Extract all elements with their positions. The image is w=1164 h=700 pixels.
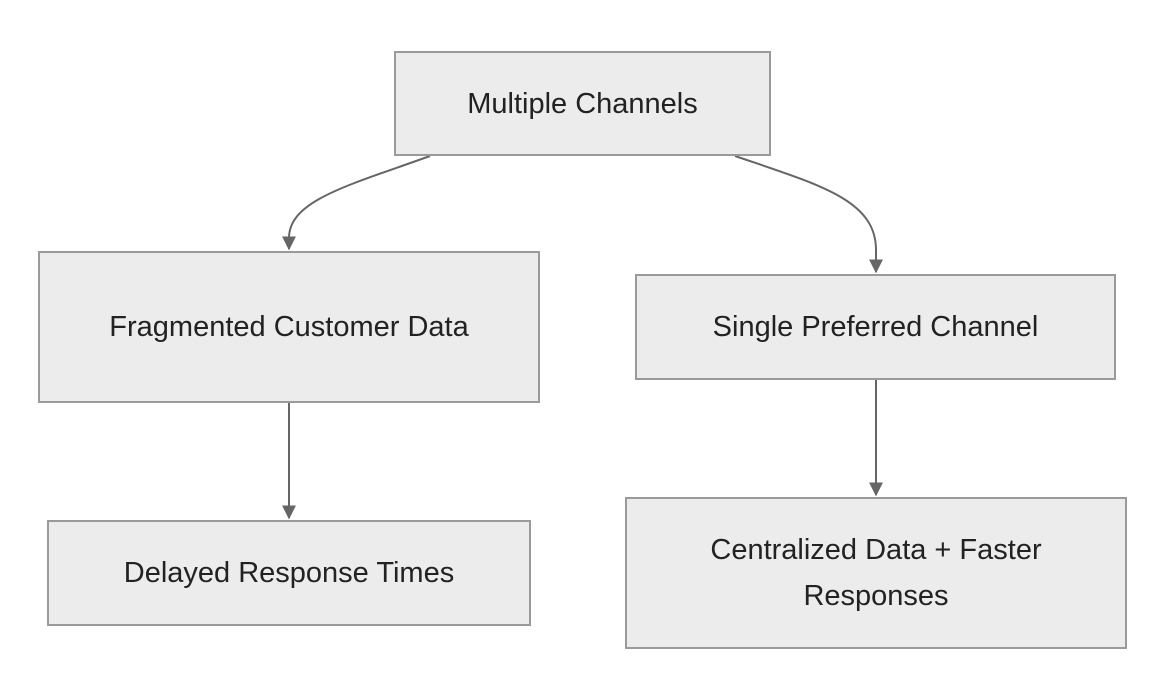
node-label: Multiple Channels	[467, 87, 698, 120]
node-delayed-response-times: Delayed Response Times	[47, 520, 531, 626]
edge-multiple-to-single	[734, 155, 883, 274]
node-label: Delayed Response Times	[123, 557, 455, 589]
node-fragmented-customer-data: Fragmented Customer Data	[38, 251, 540, 403]
node-centralized-data: Centralized Data + Faster Responses	[625, 497, 1127, 649]
node-multiple-channels: Multiple Channels	[394, 51, 771, 156]
node-label: Fragmented Customer Data	[109, 311, 469, 343]
node-label: Single Preferred Channel	[712, 311, 1039, 343]
node-label: Centralized Data + Faster Responses	[710, 534, 1042, 612]
node-single-preferred-channel: Single Preferred Channel	[635, 274, 1116, 380]
edge-multiple-to-fragmented	[282, 155, 431, 251]
